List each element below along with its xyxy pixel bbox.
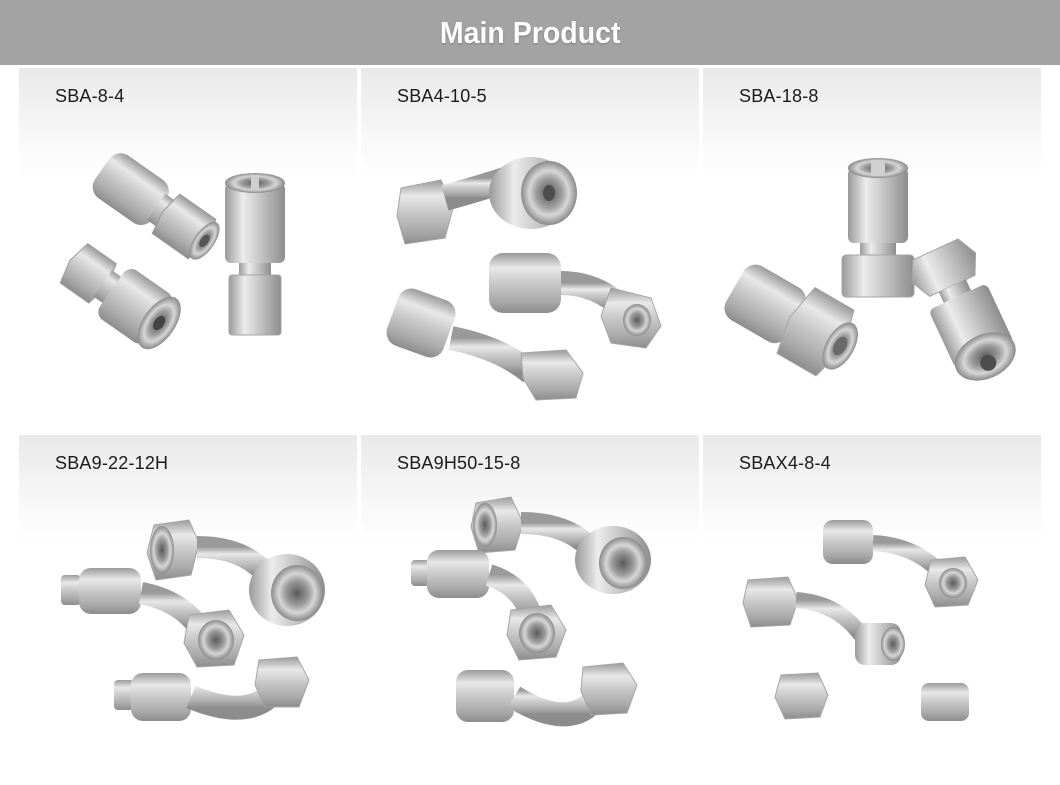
section-title: Main Product bbox=[439, 14, 621, 50]
product-label: SBAX4-8-4 bbox=[739, 453, 831, 473]
product-card-sba-18-8[interactable]: SBA-18-8 bbox=[703, 68, 1041, 408]
product-image-90-elbow-fittings-icon bbox=[61, 519, 325, 721]
product-label: SBA9-22-12H bbox=[55, 453, 169, 473]
product-card-sba4-10-5[interactable]: SBA4-10-5 bbox=[361, 68, 699, 408]
product-card-sba9h50-15-8[interactable]: SBA9H50-15-8 bbox=[361, 435, 699, 775]
product-label: SBA4-10-5 bbox=[397, 86, 487, 106]
product-image-straight-fittings-icon bbox=[59, 153, 285, 350]
product-label: SBA9H50-15-8 bbox=[397, 453, 521, 473]
product-label: SBA-8-4 bbox=[55, 86, 125, 106]
product-image-45-elbow-fittings-icon bbox=[386, 157, 662, 401]
product-card-sbax4-8-4[interactable]: SBAX4-8-4 bbox=[703, 435, 1041, 775]
section-header: Main Product bbox=[0, 0, 1060, 65]
product-card-sba-8-4[interactable]: SBA-8-4 bbox=[19, 68, 357, 408]
product-label: SBA-18-8 bbox=[739, 86, 819, 106]
product-image-swivel-fittings-icon bbox=[724, 158, 1016, 381]
product-card-sba9-22-12h[interactable]: SBA9-22-12H bbox=[19, 435, 357, 775]
product-image-90-elbow-fittings-icon bbox=[411, 496, 651, 727]
product-image-bent-tube-fittings-icon bbox=[742, 520, 979, 721]
